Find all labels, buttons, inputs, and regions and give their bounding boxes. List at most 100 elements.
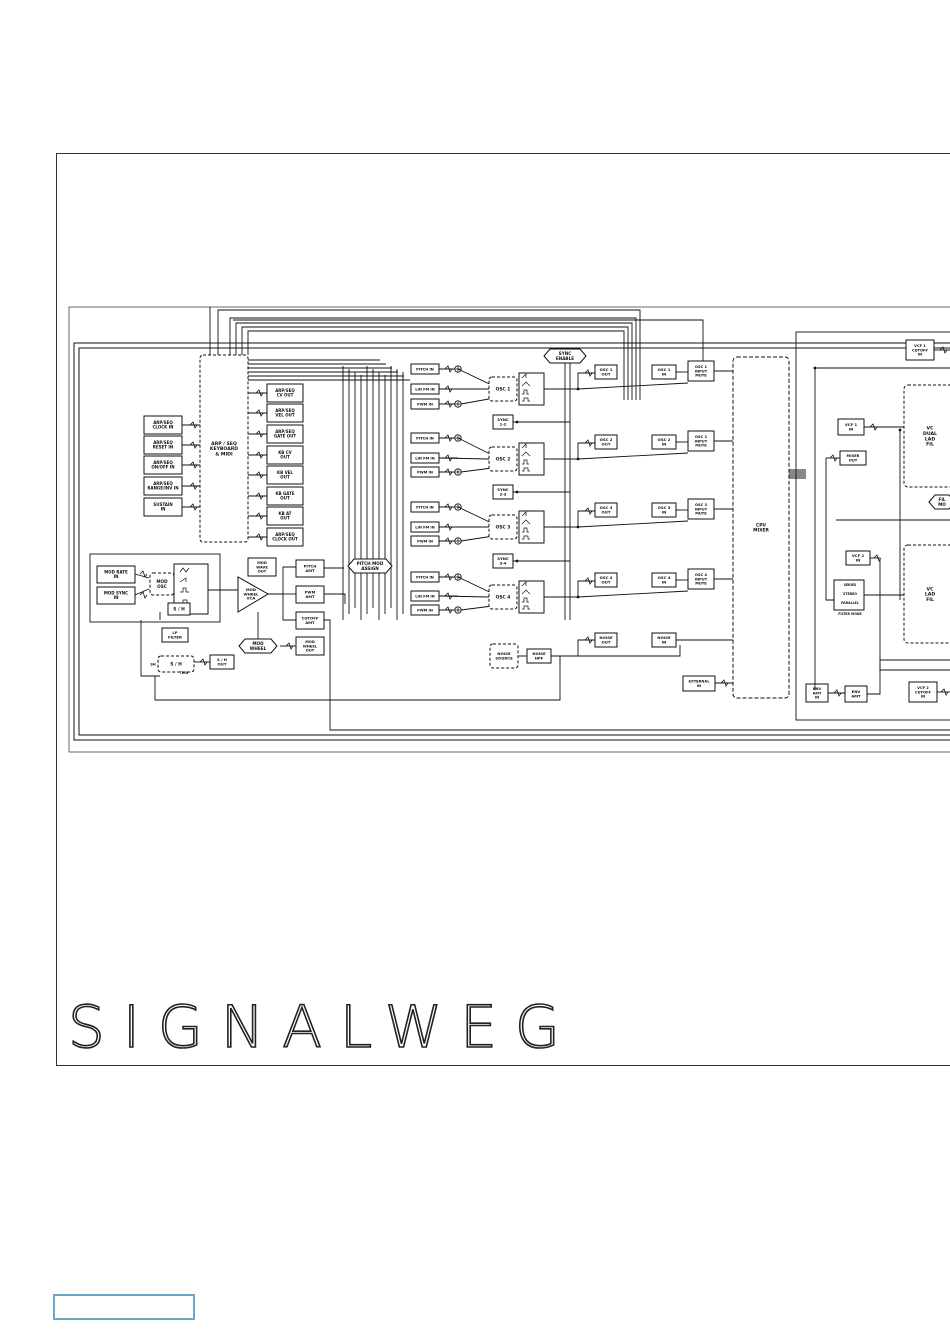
jack-icon xyxy=(189,461,198,469)
jack-icon xyxy=(285,642,294,650)
sh-block xyxy=(167,602,191,616)
filter-mode-switch xyxy=(833,579,865,611)
diagram-frame xyxy=(68,306,950,753)
signal-wire xyxy=(577,520,689,528)
jack-icon xyxy=(869,423,878,431)
signal-wire xyxy=(438,457,490,460)
jack-icon xyxy=(444,573,453,581)
junction-dot xyxy=(813,366,817,370)
signal-wire xyxy=(578,645,681,657)
waveform-switch-0 xyxy=(518,372,545,406)
pwm-in-3-label: PWM IN xyxy=(417,608,433,612)
page-number-box xyxy=(53,1294,195,1320)
plus-icon xyxy=(455,469,461,475)
waveform-switch-1 xyxy=(518,442,545,476)
waveform-icon xyxy=(521,443,531,472)
jack-icon xyxy=(584,369,593,377)
pitch-in-2-label: PITCH IN xyxy=(416,505,434,509)
pitch-in-3-label: PITCH IN xyxy=(416,575,434,579)
mod-wheel xyxy=(238,638,278,654)
mod-rate-in xyxy=(96,565,136,584)
signal-wire xyxy=(879,560,950,671)
jack-icon xyxy=(444,434,453,442)
signal-wire xyxy=(268,566,296,595)
jack-icon xyxy=(255,492,264,500)
signal-wire xyxy=(282,594,296,621)
signal-wire xyxy=(825,458,834,601)
signal-wire xyxy=(247,330,625,400)
sh-tag: SH xyxy=(150,662,156,666)
pwm-in-0-label: PWM IN xyxy=(417,402,433,406)
signal-wire xyxy=(577,590,689,598)
junction-dot xyxy=(576,457,580,461)
signal-wire xyxy=(241,326,629,400)
sh-block-label: S / H xyxy=(173,607,185,613)
jack-icon xyxy=(255,471,264,479)
page-frame xyxy=(56,153,950,1066)
signal-wire xyxy=(217,309,641,400)
signal-wire xyxy=(229,317,637,400)
pitch-mod-assign xyxy=(347,558,393,574)
routing-bus-outer xyxy=(73,342,950,741)
osc-out-1 xyxy=(594,434,618,450)
waveform-switch-2 xyxy=(518,510,545,544)
jack-icon xyxy=(584,577,593,585)
pitch-in-0-label: PITCH IN xyxy=(416,367,434,371)
junction-dot xyxy=(576,595,580,599)
jack-icon xyxy=(255,389,264,397)
plus-icon xyxy=(455,607,461,613)
filter-mode-hex xyxy=(928,494,950,510)
jack-icon xyxy=(873,554,882,562)
jack-icon xyxy=(255,430,264,438)
signal-wire xyxy=(329,700,950,731)
lin-fm-in-0-label: LIN FM IN xyxy=(415,387,435,391)
jack-icon xyxy=(255,533,264,541)
jack-icon xyxy=(444,365,453,373)
osc-out-0 xyxy=(594,364,618,380)
jack-icon xyxy=(444,400,453,408)
jack-icon xyxy=(940,688,949,696)
lin-fm-in-3-label: LIN FM IN xyxy=(415,594,435,598)
signal-wire xyxy=(544,372,595,390)
waveform-icon xyxy=(521,511,531,540)
signal-wire xyxy=(577,452,689,460)
filter-mode-option-2: PARALLEL xyxy=(841,601,859,605)
junction-dot xyxy=(515,420,519,424)
junction-dot xyxy=(576,525,580,529)
page-heading: SIGNALWEG xyxy=(67,993,578,1061)
trig-tag: TRIG xyxy=(180,671,189,675)
waveform-switch-3 xyxy=(518,580,545,614)
signal-wire xyxy=(867,659,950,695)
routing-bus-inner xyxy=(78,347,950,736)
jack-icon xyxy=(720,679,729,687)
